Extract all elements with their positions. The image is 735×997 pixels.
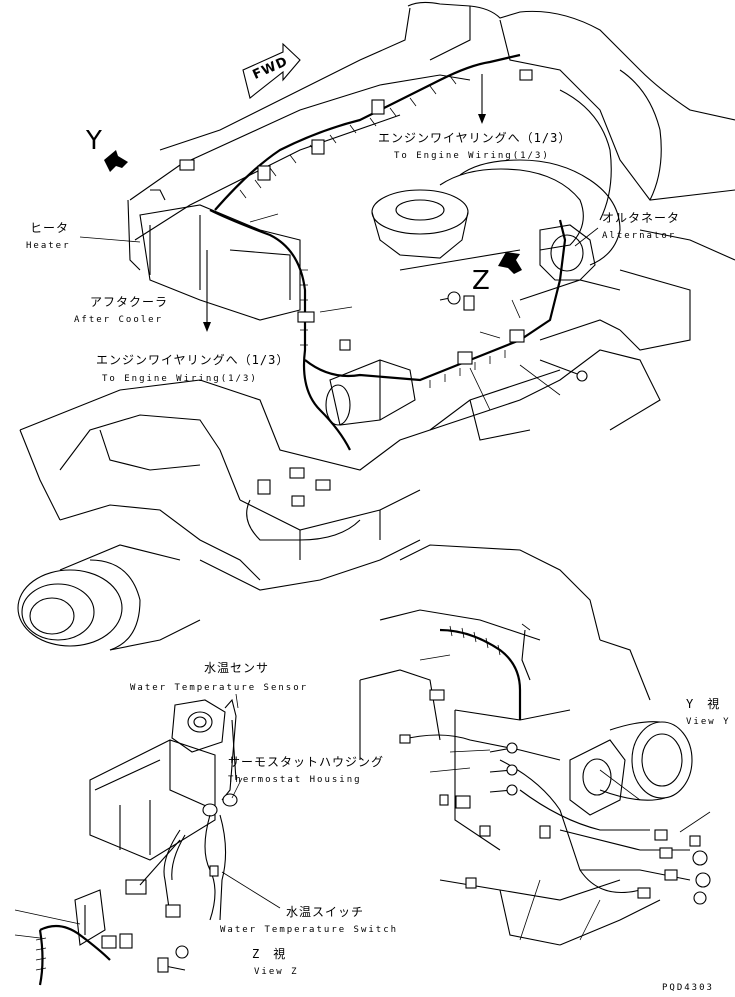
drawing-code: PQD4303 <box>662 983 714 993</box>
after-cooler-jp: アフタクーラ <box>90 295 169 309</box>
engine-main-view <box>17 1 735 651</box>
engine-wiring-top-jp: エンジンワイヤリングへ（1/3） <box>378 131 572 145</box>
view-z-en: View Z <box>254 967 299 977</box>
alternator-en: Alternator <box>602 231 677 241</box>
view-y-arrow <box>104 150 128 172</box>
view-y-detail <box>359 544 711 946</box>
engine-wiring-top-en: To Engine Wiring(1/3) <box>394 151 550 161</box>
thermostat-housing-jp: サーモスタットハウジング <box>228 755 385 769</box>
heater-en: Heater <box>26 241 71 251</box>
water-temp-sensor-jp: 水温センサ <box>204 661 270 675</box>
view-y-marker: Y <box>86 126 102 156</box>
water-temp-switch-en: Water Temperature Switch <box>220 925 399 935</box>
fwd-arrow <box>242 42 301 99</box>
heater-jp: ヒータ <box>30 221 70 235</box>
water-temp-switch-jp: 水温スイッチ <box>286 905 365 919</box>
after-cooler-en: After Cooler <box>74 315 164 325</box>
thermostat-housing-en: Thermostat Housing <box>228 775 362 785</box>
water-temp-sensor-en: Water Temperature Sensor <box>130 683 309 693</box>
view-z-arrow <box>498 252 522 274</box>
view-y-en: View Y <box>686 717 731 727</box>
engine-wiring-left-jp: エンジンワイヤリングへ（1/3） <box>96 353 290 367</box>
alternator-jp: オルタネータ <box>602 211 681 225</box>
view-z-jp: Z 視 <box>252 947 287 961</box>
engine-wiring-left-en: To Engine Wiring(1/3) <box>102 374 258 384</box>
view-z-marker: Z <box>472 266 490 296</box>
view-z-detail <box>14 693 281 986</box>
view-y-jp: Y 視 <box>686 697 721 711</box>
